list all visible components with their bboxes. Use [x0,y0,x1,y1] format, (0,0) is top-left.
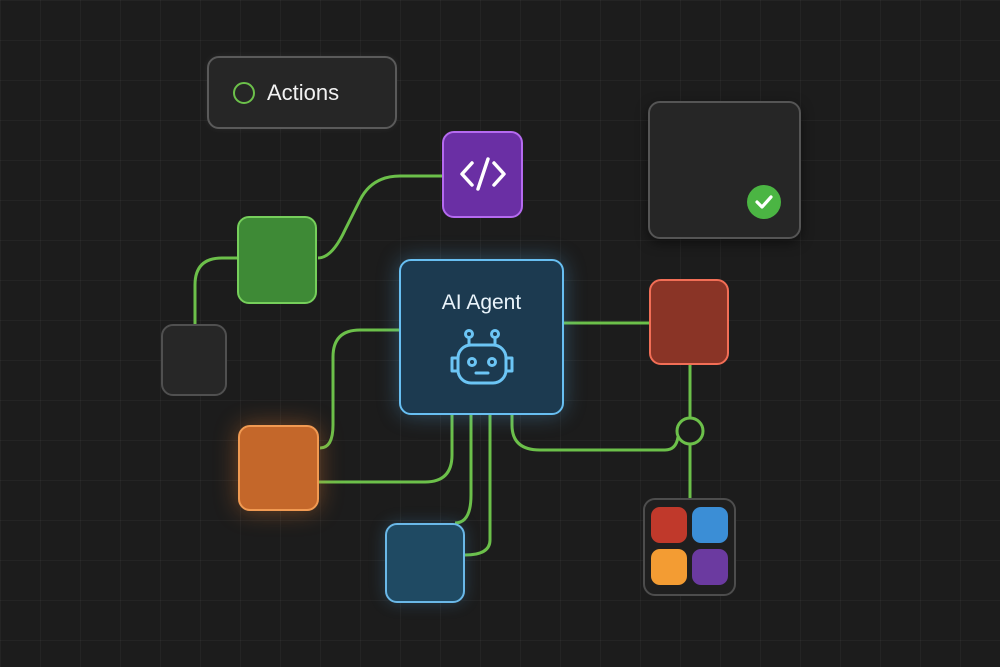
checkmark-icon [747,185,781,219]
junction-node [675,416,705,446]
dark-node[interactable] [161,324,227,396]
agent-title: AI Agent [441,291,522,314]
robot-icon [450,329,514,385]
app-tile-orange [651,549,687,585]
edge-code-green [317,174,442,260]
app-tile-purple [692,549,728,585]
app-grid-node[interactable] [643,498,736,596]
code-brackets-icon [460,157,506,191]
actions-pill[interactable]: Actions [207,56,397,129]
app-tile-blue [692,507,728,543]
app-tile-red [651,507,687,543]
ai-agent-node[interactable]: AI Agent [399,259,564,415]
status-card[interactable] [648,101,801,239]
circle-outline-icon [233,81,255,104]
green-node[interactable] [237,216,317,304]
orange-node[interactable] [238,425,319,511]
edge-agent-orange-upper [319,328,399,450]
edge-agent-orange-lower [319,415,454,484]
edge-agent-junction [510,415,680,452]
blue-node[interactable] [385,523,465,603]
code-node[interactable] [442,131,523,218]
edge-green-dark [193,256,237,325]
actions-label: Actions [267,79,340,105]
edge-agent-blue-right [464,415,492,557]
red-node[interactable] [649,279,729,365]
edge-agent-blue-left [454,415,473,525]
